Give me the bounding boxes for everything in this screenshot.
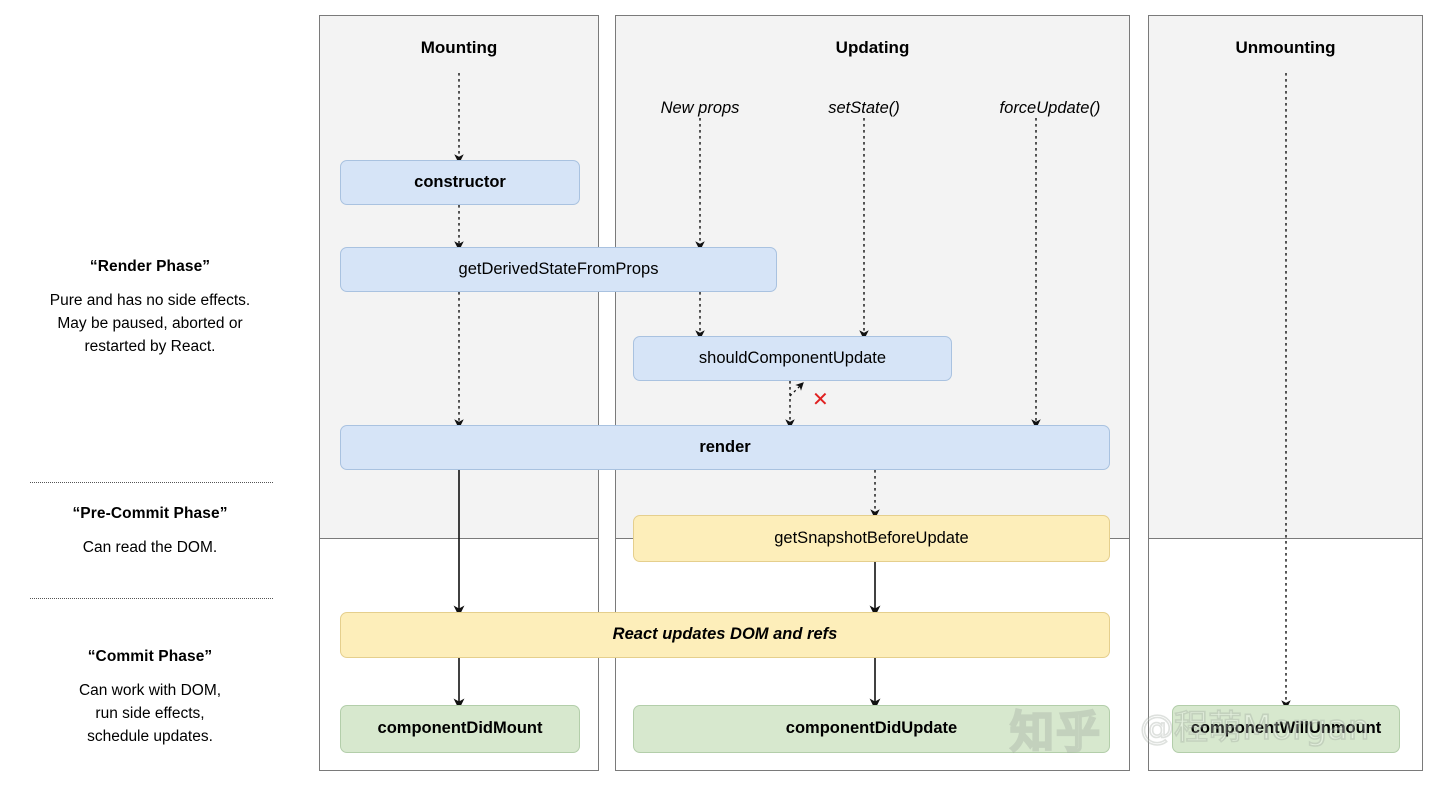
- legend-commit-phase: “Commit Phase” Can work with DOM, run si…: [0, 648, 300, 748]
- node-get-snapshot-before-update[interactable]: getSnapshotBeforeUpdate: [633, 515, 1110, 562]
- node-should-component-update[interactable]: shouldComponentUpdate: [633, 336, 952, 381]
- legend-render-phase: “Render Phase” Pure and has no side effe…: [0, 258, 300, 358]
- updating-column-title: Updating: [835, 38, 910, 57]
- node-component-will-unmount[interactable]: componentWillUnmount: [1172, 705, 1400, 753]
- legend-commit-phase-body: Can work with DOM, run side effects, sch…: [78, 682, 222, 745]
- node-component-did-mount[interactable]: componentDidMount: [340, 705, 580, 753]
- legend-render-phase-body: Pure and has no side effects. May be pau…: [49, 292, 251, 355]
- node-react-updates-dom-and-refs[interactable]: React updates DOM and refs: [340, 612, 1110, 658]
- trigger-set-state: setState(): [828, 99, 900, 117]
- node-component-did-update[interactable]: componentDidUpdate: [633, 705, 1110, 753]
- legend-pre-commit-phase: “Pre-Commit Phase” Can read the DOM.: [0, 505, 300, 559]
- phase-legend: “Render Phase” Pure and has no side effe…: [0, 0, 300, 789]
- legend-commit-phase-title: “Commit Phase”: [87, 648, 213, 665]
- node-constructor[interactable]: constructor: [340, 160, 580, 205]
- legend-pre-commit-phase-title: “Pre-Commit Phase”: [72, 505, 228, 522]
- skip-render-x-icon: ✕: [812, 387, 829, 411]
- legend-render-phase-title: “Render Phase”: [89, 258, 211, 275]
- mounting-column-title: Mounting: [420, 38, 498, 57]
- trigger-force-update: forceUpdate(): [999, 99, 1101, 117]
- legend-divider-top: [30, 482, 273, 483]
- unmounting-column: Unmounting: [1148, 15, 1423, 539]
- unmounting-column-title: Unmounting: [1235, 38, 1336, 57]
- legend-pre-commit-phase-body: Can read the DOM.: [82, 539, 218, 556]
- node-render[interactable]: render: [340, 425, 1110, 470]
- trigger-new-props: New props: [660, 99, 740, 117]
- legend-divider-bottom: [30, 598, 273, 599]
- node-get-derived-state-from-props[interactable]: getDerivedStateFromProps: [340, 247, 777, 292]
